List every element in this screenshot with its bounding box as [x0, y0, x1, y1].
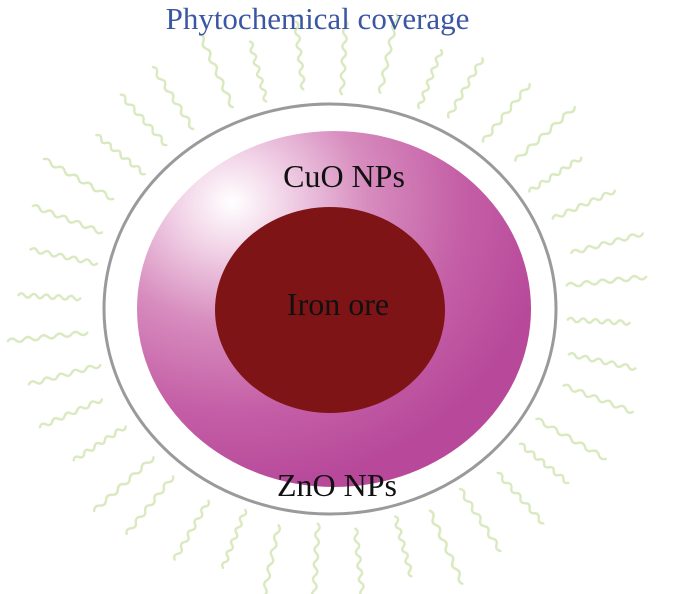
- phytochemical-strand-icon: [198, 33, 234, 109]
- phytochemical-strand-icon: [481, 82, 531, 143]
- phytochemical-strand-icon: [353, 527, 365, 594]
- phytochemical-strand-icon: [338, 19, 349, 96]
- phytochemical-strand-icon: [151, 65, 195, 131]
- phytochemical-strand-icon: [446, 57, 485, 119]
- phytochemical-strand-icon: [31, 204, 104, 235]
- phytochemical-strand-icon: [38, 398, 104, 429]
- phytochemical-strand-icon: [6, 330, 89, 344]
- phytochemical-strand-icon: [377, 13, 400, 94]
- phytochemical-strand-icon: [311, 522, 321, 594]
- phytochemical-strand-icon: [72, 425, 127, 462]
- phytochemical-strand-icon: [92, 456, 155, 513]
- phytochemical-strand-icon: [566, 316, 631, 326]
- phytochemical-strand-icon: [220, 508, 248, 570]
- iron-core: [215, 207, 445, 413]
- phytochemical-strands: [6, 13, 648, 594]
- phytochemical-strand-icon: [95, 133, 146, 176]
- phytochemical-strand-icon: [458, 487, 502, 553]
- phytochemical-strand-icon: [42, 157, 115, 201]
- zno-label: ZnO NPs: [276, 467, 397, 503]
- phytochemical-strand-icon: [528, 156, 583, 193]
- phytochemical-strand-icon: [565, 274, 648, 288]
- phytochemical-strand-icon: [119, 93, 168, 147]
- diagram-title: Phytochemical coverage: [165, 1, 470, 36]
- phytochemical-strand-icon: [27, 363, 102, 386]
- phytochemical-strand-icon: [248, 40, 268, 103]
- phytochemical-strand-icon: [518, 442, 570, 485]
- phytochemical-strand-icon: [172, 499, 211, 561]
- phytochemical-strand-icon: [496, 471, 545, 525]
- iron-core-label: Iron ore: [286, 286, 390, 322]
- phytochemical-strand-icon: [125, 475, 175, 536]
- phytochemical-strand-icon: [535, 417, 607, 461]
- phytochemical-strand-icon: [514, 105, 576, 162]
- phytochemical-strand-icon: [29, 247, 99, 267]
- phytochemical-strand-icon: [428, 509, 464, 585]
- phytochemical-strand-icon: [570, 232, 644, 255]
- phytochemical-strand-icon: [17, 292, 82, 302]
- phytochemical-strand-icon: [567, 351, 637, 371]
- phytochemical-strand-icon: [551, 189, 616, 220]
- phytochemical-strand-icon: [394, 515, 413, 578]
- phytochemical-strand-icon: [416, 48, 444, 110]
- phytochemical-strand-icon: [259, 524, 282, 594]
- phytochemical-strand-icon: [293, 20, 306, 91]
- phytochemical-strand-icon: [562, 383, 634, 414]
- cuo-label: CuO NPs: [283, 158, 405, 194]
